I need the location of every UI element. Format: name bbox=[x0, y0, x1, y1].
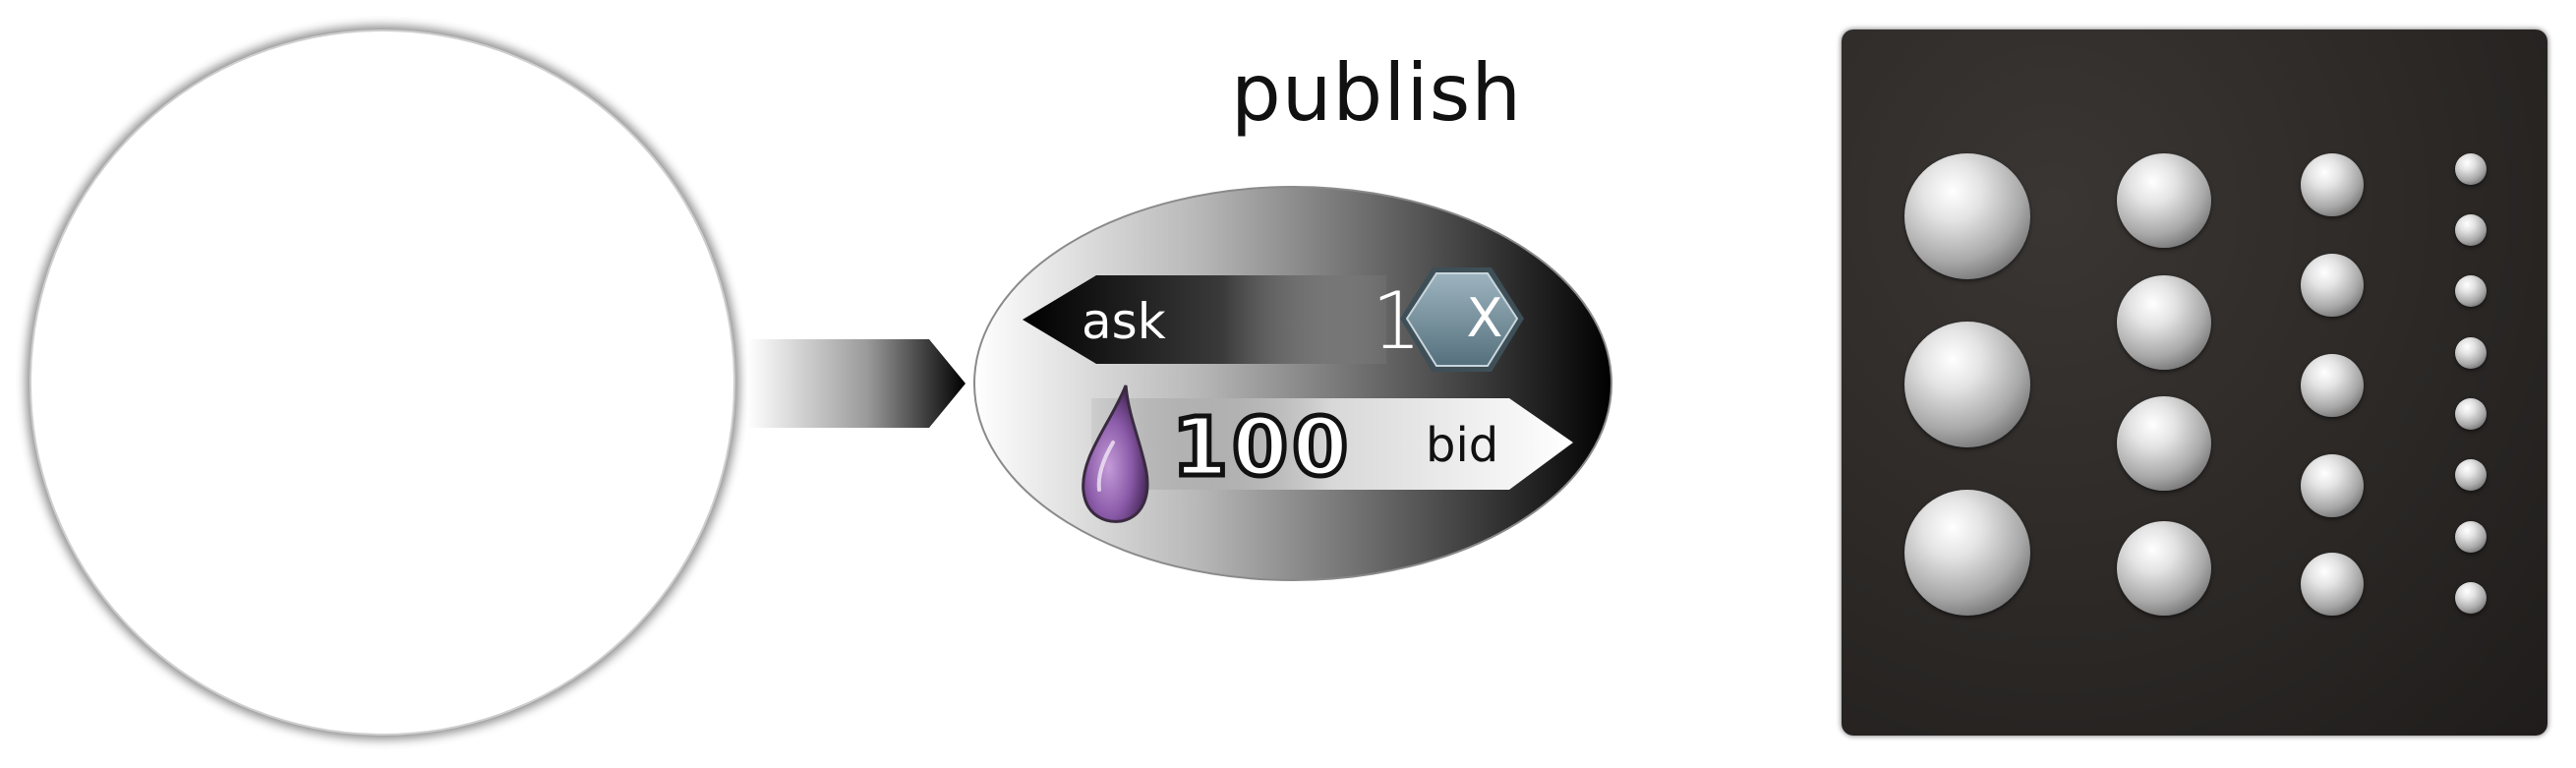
cancel-button-label[interactable]: X bbox=[1466, 287, 1503, 349]
ask-label: ask bbox=[1082, 293, 1166, 350]
token-tiny[interactable] bbox=[2455, 153, 2487, 185]
token-large[interactable] bbox=[1904, 490, 2030, 616]
page-title: publish bbox=[1230, 47, 1523, 139]
token-tiny[interactable] bbox=[2455, 337, 2487, 369]
connector-arrow-icon bbox=[747, 339, 966, 428]
token-medium[interactable] bbox=[2117, 153, 2211, 248]
token-small[interactable] bbox=[2301, 254, 2364, 317]
token-large[interactable] bbox=[1904, 322, 2030, 447]
token-medium[interactable] bbox=[2117, 396, 2211, 491]
cancel-button[interactable] bbox=[1400, 267, 1524, 372]
purple-droplet-icon bbox=[1082, 384, 1149, 523]
order-card bbox=[973, 186, 1612, 581]
token-small[interactable] bbox=[2301, 553, 2364, 616]
token-tiny[interactable] bbox=[2455, 398, 2487, 430]
token-tray bbox=[1842, 30, 2547, 736]
token-large[interactable] bbox=[1904, 153, 2030, 279]
token-tiny[interactable] bbox=[2455, 459, 2487, 491]
ask-quantity: 1 bbox=[1372, 275, 1422, 367]
empty-circle-slot[interactable] bbox=[29, 30, 735, 736]
token-small[interactable] bbox=[2301, 454, 2364, 517]
token-medium[interactable] bbox=[2117, 275, 2211, 370]
token-tiny[interactable] bbox=[2455, 582, 2487, 614]
token-tiny[interactable] bbox=[2455, 521, 2487, 553]
bid-ribbon bbox=[1091, 398, 1573, 490]
bid-label: bid bbox=[1426, 418, 1499, 473]
token-small[interactable] bbox=[2301, 354, 2364, 417]
token-tiny[interactable] bbox=[2455, 275, 2487, 307]
token-small[interactable] bbox=[2301, 153, 2364, 216]
bid-amount: 100 bbox=[1169, 399, 1353, 498]
ask-ribbon bbox=[1023, 275, 1386, 364]
order-ellipse bbox=[973, 186, 1612, 581]
token-medium[interactable] bbox=[2117, 521, 2211, 616]
token-tiny[interactable] bbox=[2455, 214, 2487, 246]
